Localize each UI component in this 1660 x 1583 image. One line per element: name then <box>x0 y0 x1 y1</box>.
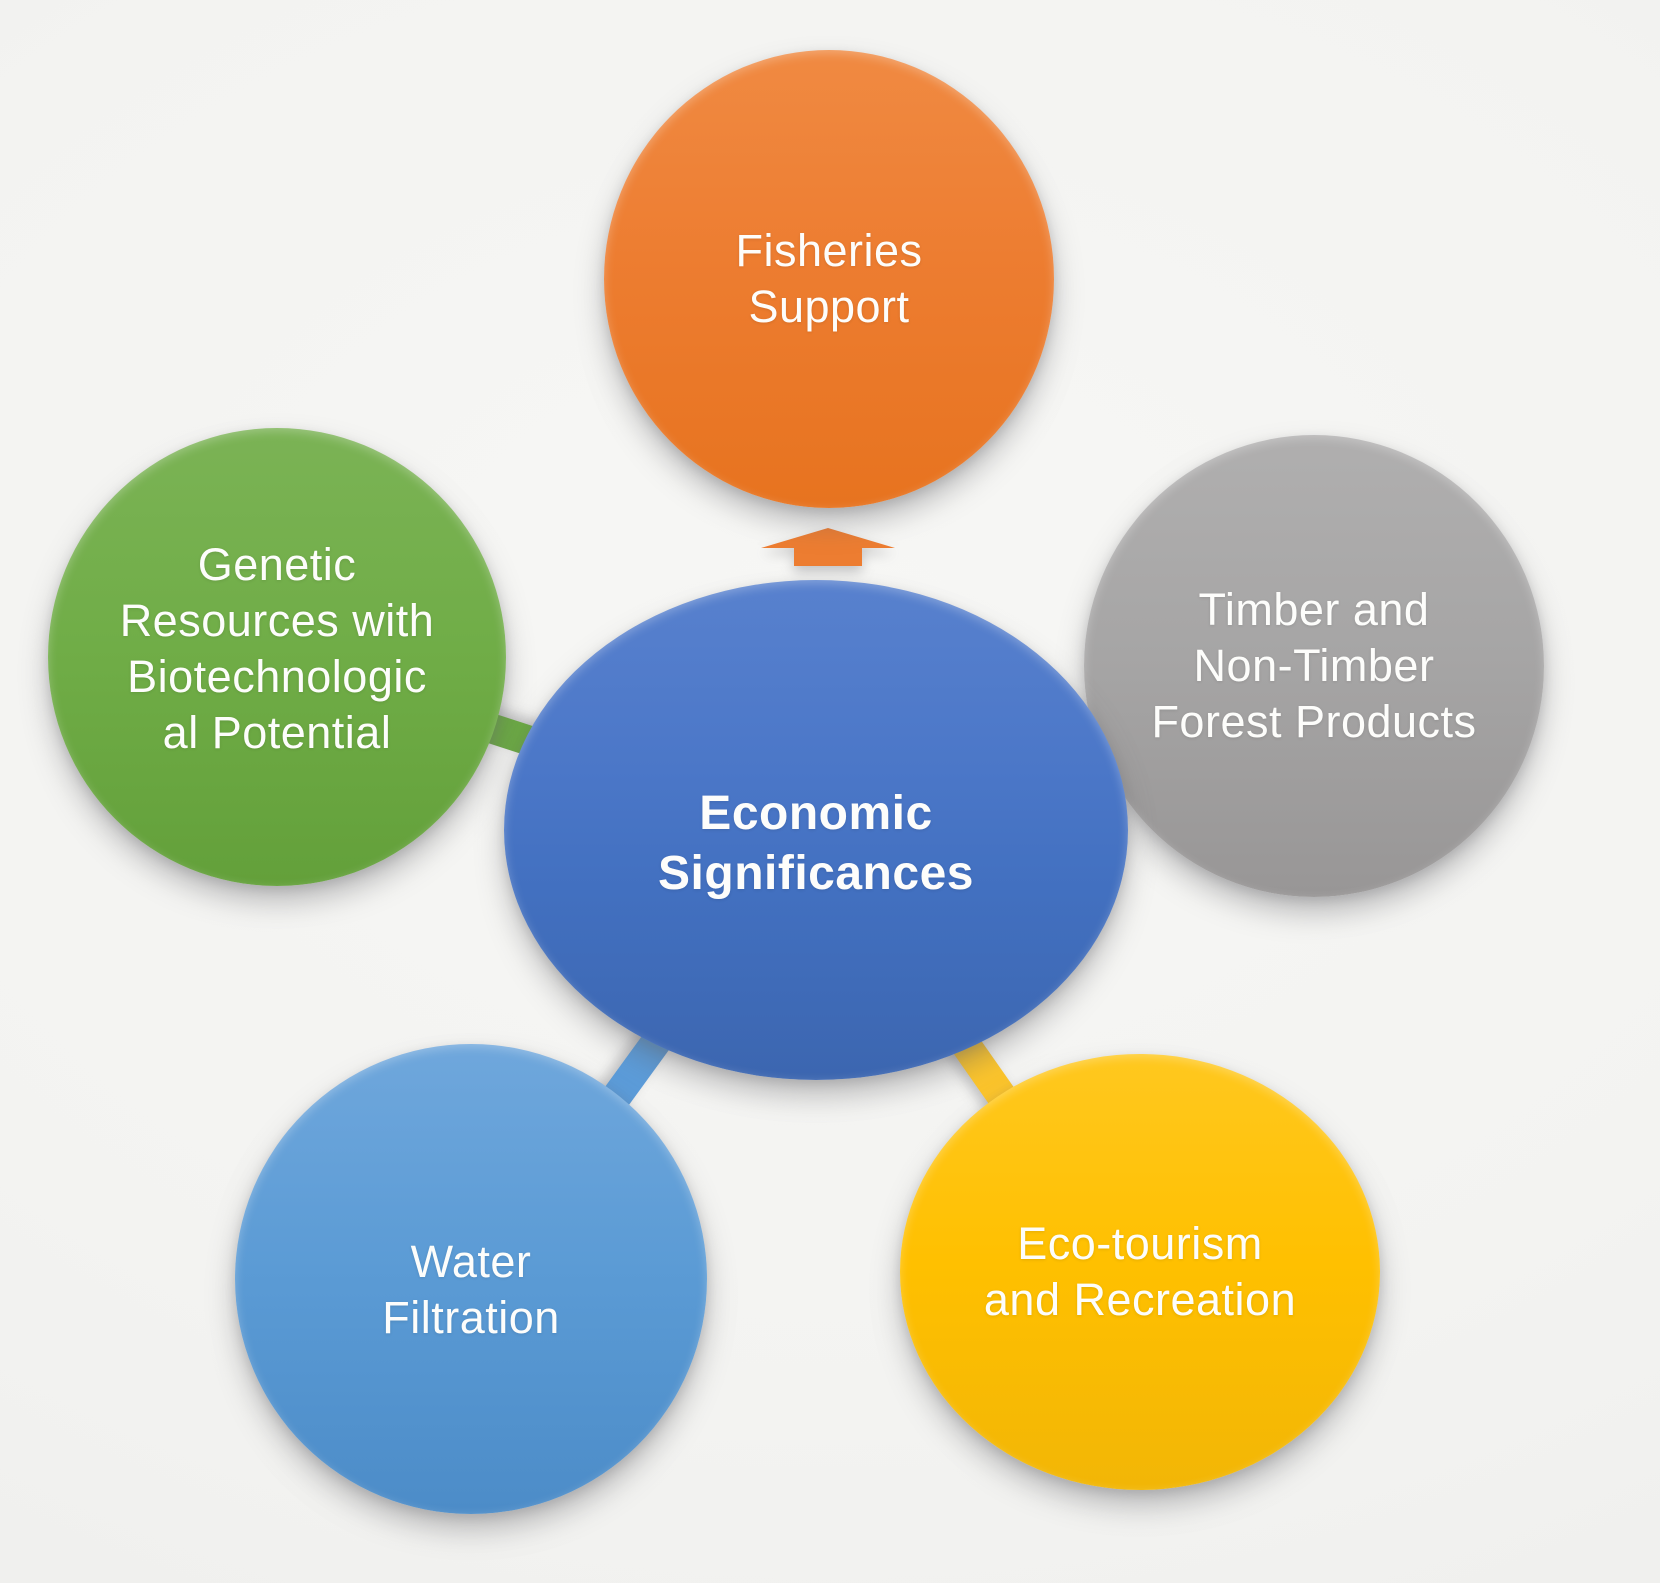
label-line: Non-Timber <box>1193 640 1435 691</box>
node-water-label: Water Filtration <box>382 1234 560 1346</box>
node-fisheries-support: Fisheries Support <box>604 50 1054 508</box>
node-timber-label: Timber and Non-Timber Forest Products <box>1151 582 1476 750</box>
label-line: Timber and <box>1198 584 1430 635</box>
node-ecotourism-recreation: Eco-tourism and Recreation <box>900 1054 1380 1490</box>
label-line: Fisheries <box>735 225 923 276</box>
node-genetic-resources: Genetic Resources with Biotechnologic al… <box>48 428 506 886</box>
label-line: Support <box>748 281 910 332</box>
label-line: Resources with <box>119 595 435 646</box>
label-line: and Recreation <box>983 1274 1297 1325</box>
node-fisheries-label: Fisheries Support <box>735 223 922 335</box>
node-water-filtration: Water Filtration <box>235 1044 707 1514</box>
arrow-up-shape <box>761 528 895 566</box>
label-line: Biotechnologic <box>127 651 427 702</box>
node-timber-products: Timber and Non-Timber Forest Products <box>1084 435 1544 897</box>
arrow-up-icon <box>761 528 895 566</box>
label-line: Eco-tourism <box>1017 1218 1263 1269</box>
label-line: Water <box>410 1236 532 1287</box>
label-line: Filtration <box>382 1292 560 1343</box>
node-economic-significances: Economic Significances <box>504 580 1128 1080</box>
label-line: al Potential <box>162 707 392 758</box>
label-line: Forest Products <box>1151 696 1477 747</box>
label-line: Economic <box>699 787 933 840</box>
label-line: Significances <box>658 847 974 900</box>
node-ecotourism-label: Eco-tourism and Recreation <box>984 1216 1296 1328</box>
center-node-label: Economic Significances <box>658 784 974 904</box>
label-line: Genetic <box>197 539 357 590</box>
node-genetic-label: Genetic Resources with Biotechnologic al… <box>120 537 435 761</box>
